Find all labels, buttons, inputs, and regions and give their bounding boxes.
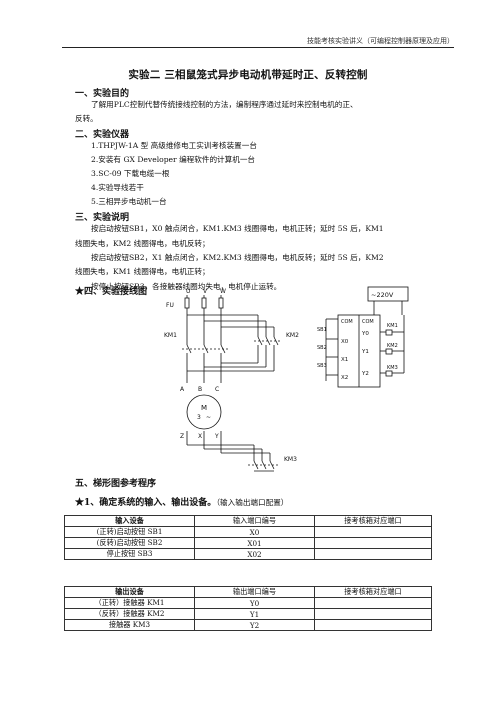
instrument-item: 3.SC-09 下载电缆一根 [91,169,170,178]
table-header: 接考核箱对应端口 [314,515,432,527]
terminal-c: C [215,386,219,393]
table-cell: Y1 [194,608,315,620]
terminal-b: B [198,386,202,393]
fuse-u [184,297,190,309]
km2-label: KM2 [286,332,299,339]
table-cell: 接触器 KM3 [64,619,195,631]
y-term-2: Y2 [361,371,369,377]
table-cell: X0 [194,526,315,538]
table-cell [314,608,432,620]
table-cell [314,526,432,538]
phase-label-v: V [203,288,208,295]
input-sb2: SB2 [317,345,327,351]
supply-box [367,286,409,302]
km1-contacts [182,344,228,354]
km3-contacts [248,460,278,472]
table-row: （反转）接触器 KM2 Y1 [64,608,432,620]
io-heading-text: ★1、确定系统的输入、输出设备。 [75,498,217,508]
table-header: 输入端口编号 [194,515,315,527]
table-cell: X02 [194,548,315,560]
table-cell: （正转）接触器 KM1 [64,597,195,609]
plc-com-in: COM [341,319,353,325]
table-cell: Y2 [194,619,315,631]
description-para-3: 按停止按钮SB3，各接触器线圈均失电，电机停止运转。 [91,282,282,291]
table-cell [314,548,432,560]
table-header: 输入设备 [64,515,195,527]
description-para-1-line-1: 按启动按钮SB1，X0 触点闭合，KM1.KM3 线圈得电，电机正转；延时 5S… [91,224,384,233]
table-header-row: 输入设备 输入端口编号 接考核箱对应端口 [64,515,432,527]
table-header: 接考核箱对应端口 [314,586,432,598]
section-heading-purpose: 一、实验目的 [75,89,130,99]
x-term-2: X2 [341,375,348,381]
input-sb1: SB1 [317,327,327,333]
table-row: 停止按钮 SB3 X02 [64,548,432,560]
purpose-line-2: 反转。 [75,114,98,123]
coil-km1: KM1 [387,323,398,329]
km3-label: KM3 [284,456,297,463]
description-para-1-line-2: 线圈失电，KM2 线圈得电，电机反转； [75,239,210,248]
fuse-label: FU [166,302,174,309]
input-sb3: SB3 [317,363,327,369]
description-para-2-line-2: 线圈失电，KM1 线圈得电，电机正转； [75,267,210,276]
coil-km3: KM3 [387,365,398,371]
instrument-item: 2.安装有 GX Developer 编程软件的计算机一台 [91,155,256,164]
table-cell: （反转）接触器 KM2 [64,608,195,620]
y-term-0: Y0 [361,331,369,337]
plc-com-out: COM [362,319,374,325]
terminal-a: A [180,386,185,393]
x-term-0: X0 [341,339,349,345]
x-term-1: X1 [341,357,348,363]
document-title: 实验二 三相鼠笼式异步电动机带延时正、反转控制 [128,69,368,81]
table-row: (反转)启动按钮 SB2 X01 [64,537,432,549]
motor-tilde: ~ [206,414,211,421]
km2-contacts [187,336,282,372]
y-term-1: Y1 [361,349,369,355]
section-heading-ladder: 五、梯形图参考程序 [75,479,157,489]
section-heading-wiring: ★四、实验接线图 [75,287,148,297]
table-row: （正转）接触器 KM1 Y0 [64,597,432,609]
terminal-z: Z [180,433,184,440]
table-cell: (反转)启动按钮 SB2 [64,537,195,549]
km1-label: KM1 [164,332,177,339]
terminal-x: X [198,433,202,440]
section-heading-io: ★1、确定系统的输入、输出设备。（输入输出端口配置） [75,495,288,508]
output-device-table: 输出设备 输出端口编号 接考核箱对应端口 （正转）接触器 KM1 Y0 （反转）… [64,586,432,631]
input-device-table: 输入设备 输入端口编号 接考核箱对应端口 (正转)启动按钮 SB1 X0 (反转… [64,515,432,560]
wiring-diagram: U V W FU KM1 KM2 [158,285,428,475]
table-header: 输出设备 [64,586,195,598]
fuse-v [201,297,207,309]
section-heading-description: 三、实验说明 [75,213,130,223]
table-cell [314,537,432,549]
section-heading-instruments: 二、实验仪器 [75,130,130,140]
table-header: 输出端口编号 [194,586,315,598]
supply-label: ~220V [371,291,394,299]
wiring-diagram-svg: U V W FU KM1 KM2 [164,286,409,472]
instrument-item: 5.三相异步电动机一台 [91,197,167,206]
table-header-row: 输出设备 输出端口编号 接考核箱对应端口 [64,586,432,598]
table-cell [314,619,432,631]
instrument-item: 1.THPJW-1A 型 高级维修电工实训考核装置一台 [91,141,257,150]
motor-symbol [186,394,222,430]
running-header: 技能考核实验讲义（可编程控制器原理及应用） [307,37,454,45]
header-rule [62,47,454,48]
motor-3: 3 [197,414,201,421]
phase-label-w: W [220,288,226,295]
fuse-w [218,297,224,309]
table-row: 接触器 KM3 Y2 [64,619,432,631]
instrument-item: 4.实验导线若干 [91,183,144,192]
terminal-y: Y [214,433,219,440]
table-cell: (正转)启动按钮 SB1 [64,526,195,538]
motor-m: M [201,404,207,412]
table-cell [314,597,432,609]
table-row: (正转)启动按钮 SB1 X0 [64,526,432,538]
table-cell: Y0 [194,597,315,609]
phase-label-u: U [186,288,190,295]
description-para-2-line-1: 按启动按钮SB2，X1 触点闭合，KM2.KM3 线圈得电，电机反转；延时 5S… [91,253,384,262]
table-cell: 停止按钮 SB3 [64,548,195,560]
purpose-line-1: 了解用PLC控制代替传统接线控制的方法，编制程序通过延时来控制电机的正、 [91,100,358,109]
table-cell: X01 [194,537,315,549]
io-heading-note: （输入输出端口配置） [216,498,289,507]
coil-km2: KM2 [387,343,398,349]
